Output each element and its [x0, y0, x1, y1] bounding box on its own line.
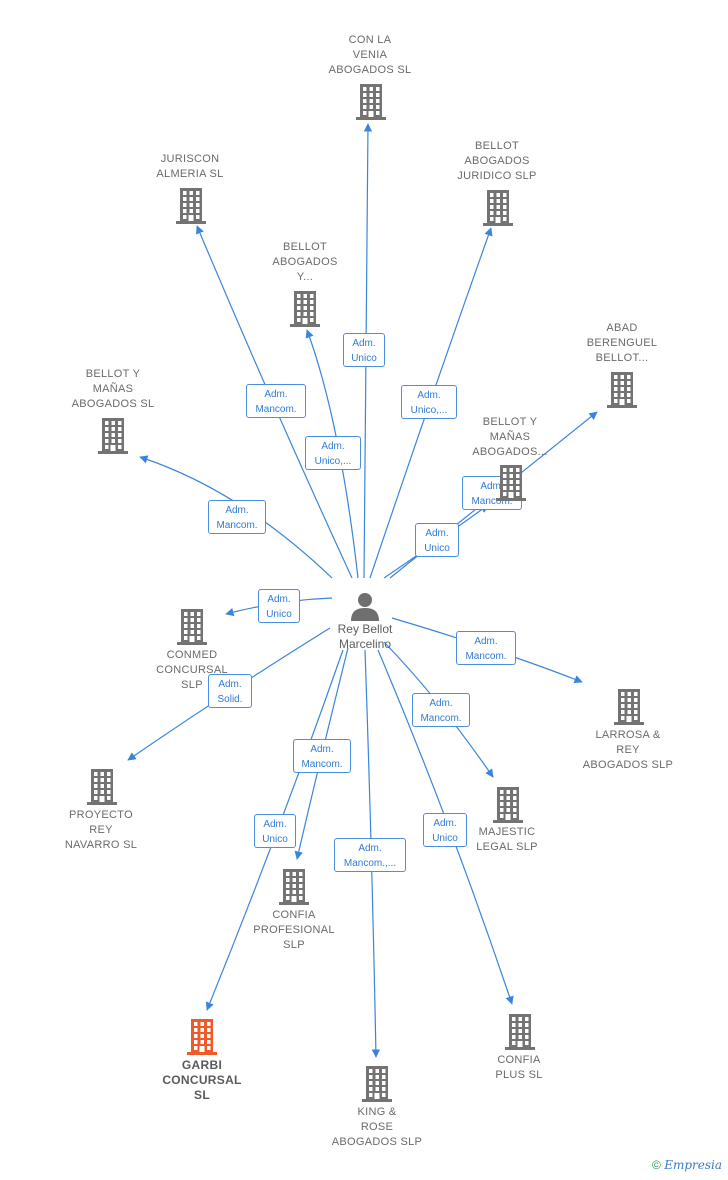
company-node-label[interactable]: CONMED CONCURSAL SLP: [127, 648, 257, 693]
company-node-label[interactable]: ABAD BERENGUEL BELLOT...: [557, 321, 687, 366]
company-node-label[interactable]: BELLOT Y MAÑAS ABOGADOS...: [445, 415, 575, 460]
building-icon: [607, 372, 637, 408]
building-icon: [290, 291, 320, 327]
company-name: BELLOT Y MAÑAS ABOGADOS SL: [71, 368, 155, 410]
person-icon: [351, 593, 379, 621]
edge-role-label: Adm. Unico,...: [401, 385, 457, 419]
company-node-label[interactable]: BELLOT Y MAÑAS ABOGADOS SL: [48, 367, 178, 412]
company-name: LARROSA & REY ABOGADOS SLP: [582, 729, 674, 771]
edge-role-label: Adm. Mancom.: [208, 500, 266, 534]
building-icon: [505, 1014, 535, 1050]
edge-role-label: Adm. Mancom.: [456, 631, 516, 665]
company-name: MAJESTIC LEGAL SLP: [476, 826, 538, 853]
company-node-label[interactable]: BELLOT ABOGADOS JURIDICO SLP: [432, 139, 562, 184]
center-person-name: Rey Bellot Marcelino: [337, 622, 393, 651]
copyright-footer: © Empresia: [652, 1158, 722, 1172]
center-person[interactable]: Rey Bellot Marcelino: [310, 590, 420, 652]
company-node-label[interactable]: BELLOT ABOGADOS Y...: [240, 240, 370, 285]
company-node-label[interactable]: MAJESTIC LEGAL SLP: [442, 825, 572, 855]
company-name: BELLOT ABOGADOS Y...: [272, 241, 338, 283]
edge-role-label: Adm. Unico: [423, 813, 467, 847]
company-name: CON LA VENIA ABOGADOS SL: [328, 34, 412, 76]
edge-role-label: Adm. Unico: [254, 814, 296, 848]
company-node-label[interactable]: CONFIA PROFESIONAL SLP: [229, 908, 359, 953]
company-name: JURISCON ALMERIA SL: [156, 153, 224, 180]
building-icon: [483, 190, 513, 226]
company-node-label[interactable]: LARROSA & REY ABOGADOS SLP: [563, 728, 693, 773]
edge-role-label: Adm. Solid.: [208, 674, 252, 708]
building-icon: [362, 1066, 392, 1102]
building-icon: [493, 787, 523, 823]
company-node-label[interactable]: CON LA VENIA ABOGADOS SL: [305, 33, 435, 78]
company-name: CONFIA PROFESIONAL SLP: [253, 909, 335, 951]
edge-role-label: Adm. Unico: [343, 333, 385, 367]
brand-logo: Empresia: [664, 1158, 722, 1172]
building-icon: [176, 188, 206, 224]
edge-role-label: Adm. Unico: [415, 523, 459, 557]
company-name: GARBI CONCURSAL SL: [162, 1058, 242, 1102]
edge-role-label: Adm. Mancom.: [293, 739, 351, 773]
building-icon: [496, 465, 526, 501]
company-name: BELLOT Y MAÑAS ABOGADOS...: [472, 416, 548, 458]
building-icon: [187, 1019, 217, 1055]
company-name: KING & ROSE ABOGADOS SLP: [331, 1106, 423, 1148]
company-node-label[interactable]: KING & ROSE ABOGADOS SLP: [312, 1105, 442, 1150]
company-node-label[interactable]: JURISCON ALMERIA SL: [125, 152, 255, 182]
company-name: PROYECTO REY NAVARRO SL: [64, 809, 138, 851]
company-name: BELLOT ABOGADOS JURIDICO SLP: [457, 140, 537, 182]
building-icon: [279, 869, 309, 905]
building-icon: [177, 609, 207, 645]
company-node-label[interactable]: PROYECTO REY NAVARRO SL: [36, 808, 166, 853]
building-icon: [98, 418, 128, 454]
company-name: CONMED CONCURSAL SLP: [156, 649, 228, 691]
edge-role-label: Adm. Mancom.: [246, 384, 306, 418]
building-icon: [87, 769, 117, 805]
edge-role-label: Adm. Unico: [258, 589, 300, 623]
company-node-label[interactable]: CONFIA PLUS SL: [454, 1053, 584, 1083]
company-name: CONFIA PLUS SL: [495, 1054, 543, 1081]
company-node-label[interactable]: GARBI CONCURSAL SL: [137, 1058, 267, 1103]
company-name: ABAD BERENGUEL BELLOT...: [586, 322, 658, 364]
edge-role-label: Adm. Unico,...: [305, 436, 361, 470]
edge-role-label: Adm. Mancom.: [412, 693, 470, 727]
edge-role-label: Adm. Mancom.,...: [334, 838, 406, 872]
building-icon: [614, 689, 644, 725]
building-icon: [356, 84, 386, 120]
copyright-icon: ©: [652, 1158, 661, 1172]
